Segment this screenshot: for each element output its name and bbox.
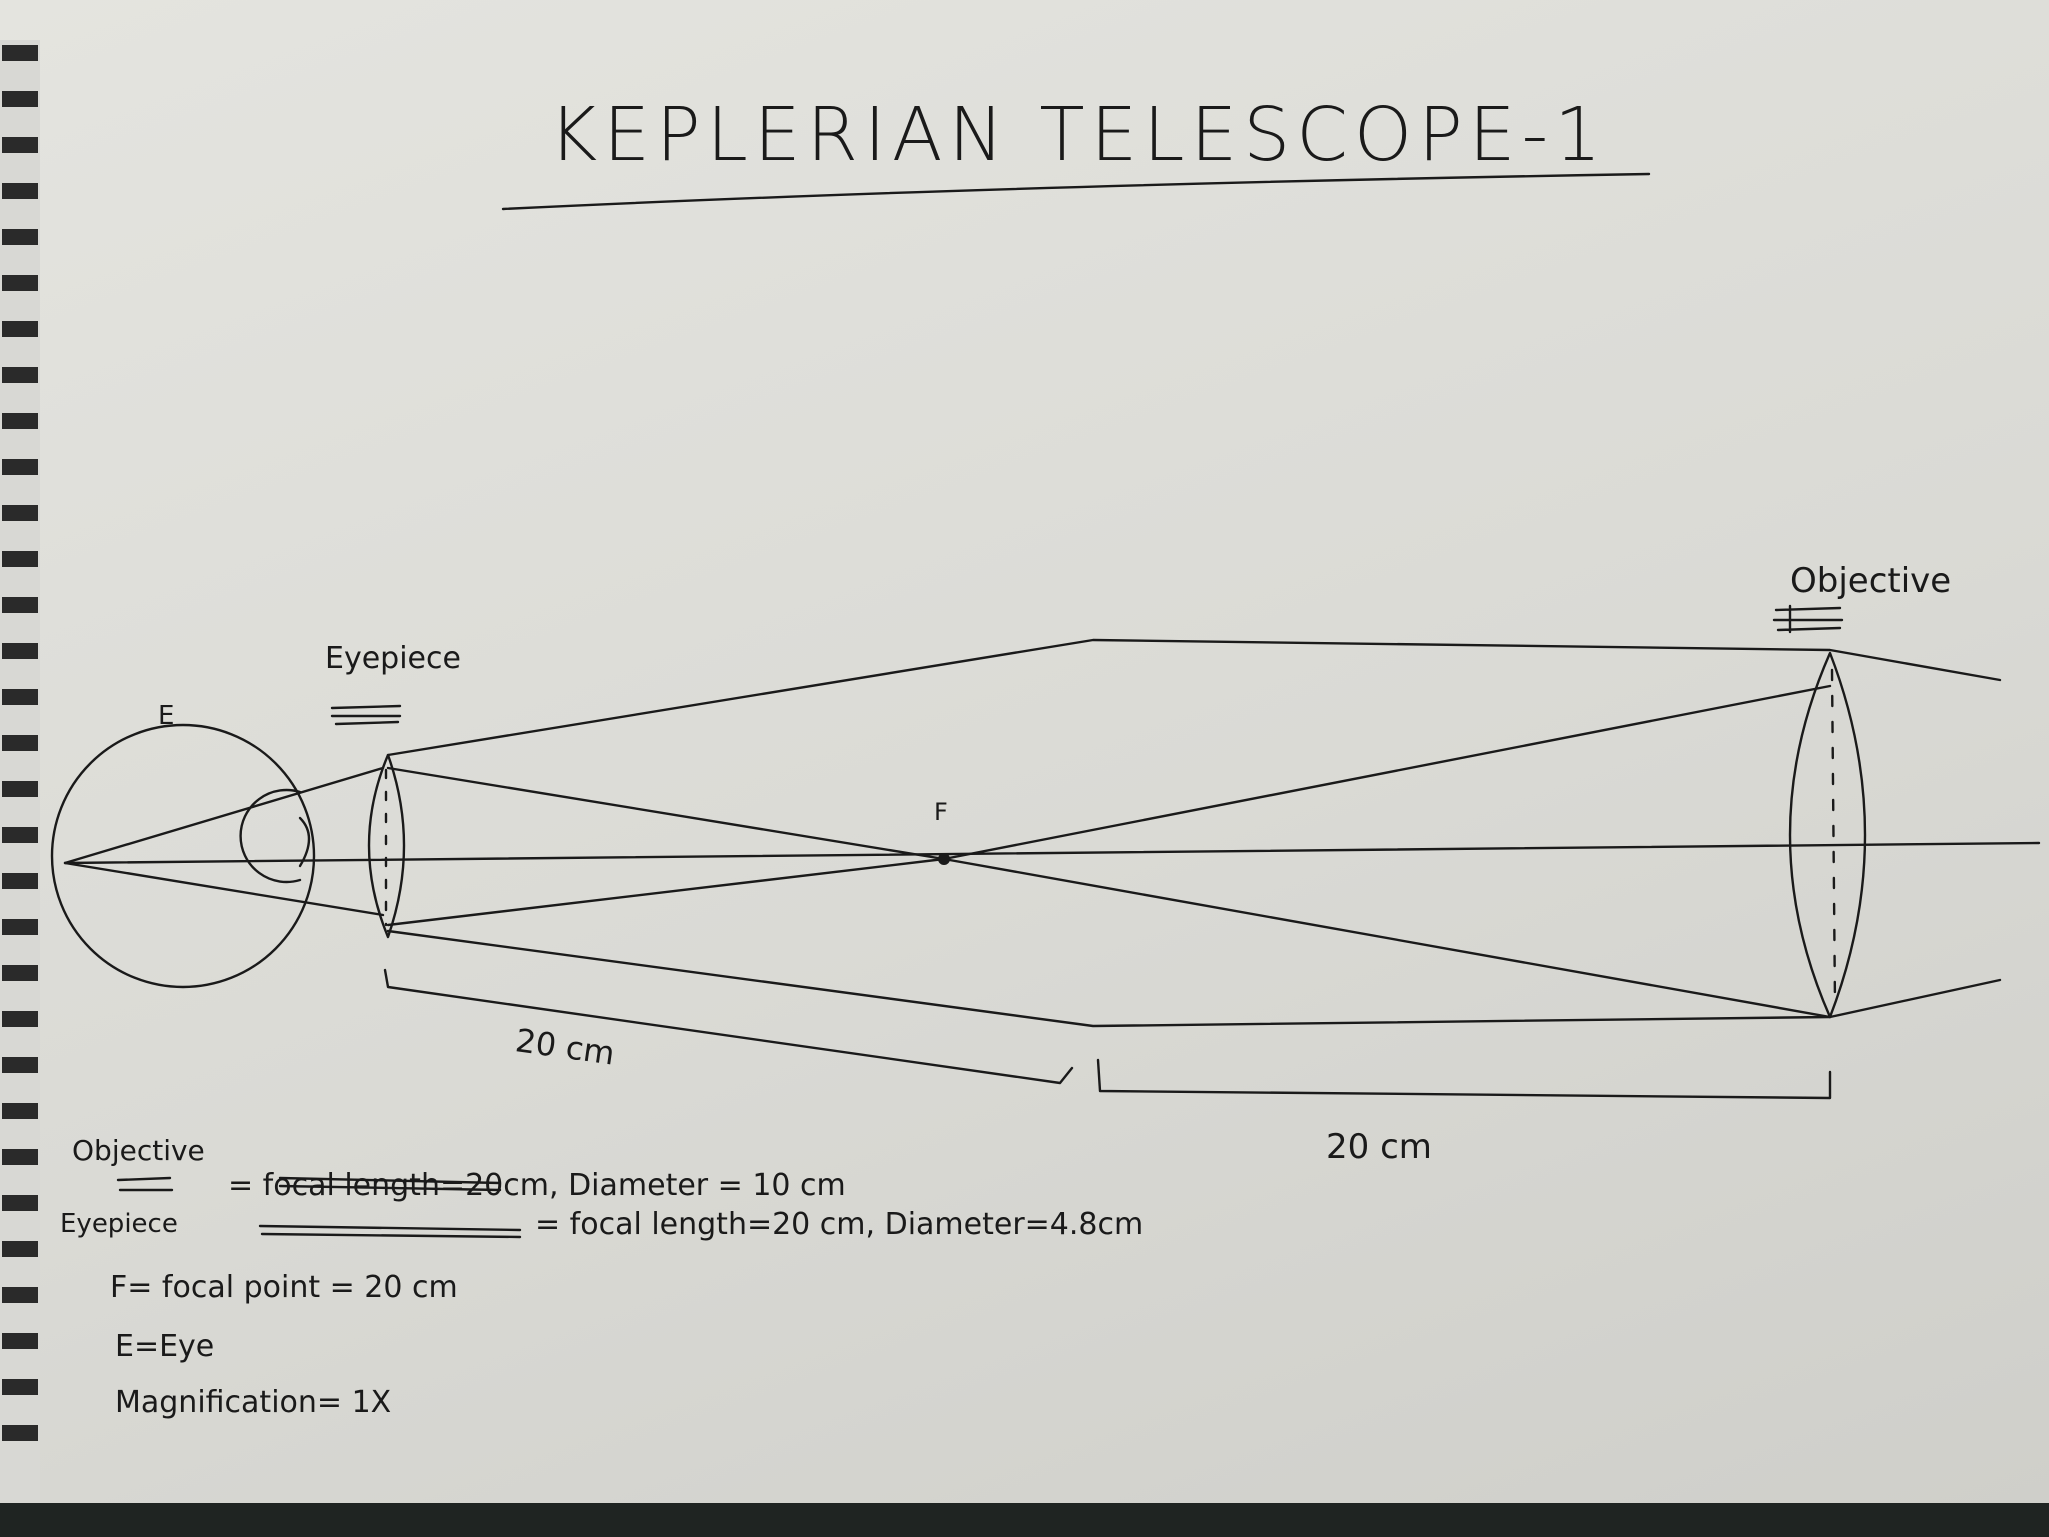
legend: Objective = focal length=20cm, Diameter … [60,1134,1143,1420]
diagram-title: KEPLERIAN TELESCOPE-1 [549,92,1608,178]
binding-ring [2,91,38,107]
binding-ring [2,413,38,429]
binding-ring [2,1195,38,1211]
ray-cross-down [386,766,1832,1019]
legend-objective-strikeout [116,1176,502,1192]
spiral-binding [0,40,40,1500]
eye-rays [63,766,385,917]
binding-ring [2,137,38,153]
legend-magnification: Magnification= 1X [115,1385,391,1420]
objective-label: Objective [1790,561,1951,601]
legend-objective-line: = focal length=20cm, Diameter = 10 cm [228,1168,846,1203]
binding-ring [2,1011,38,1027]
legend-eyepiece-heading: Eyepiece [60,1209,178,1239]
eyepiece-scribble [330,704,402,726]
binding-ring [2,183,38,199]
legend-focal-point: F= focal point = 20 cm [110,1270,458,1305]
binding-ring [2,781,38,797]
binding-ring [2,873,38,889]
eye-label: E [158,701,174,731]
binding-ring [2,321,38,337]
binding-ring [2,275,38,291]
binding-ring [2,505,38,521]
binding-ring [2,827,38,843]
distance-brace-right [1096,1058,1832,1100]
binding-ring [2,1149,38,1165]
optical-axis [63,841,2041,865]
legend-eye: E=Eye [115,1329,214,1364]
eyepiece-lens [367,753,406,939]
binding-ring [2,229,38,245]
legend-objective-heading: Objective [72,1134,205,1167]
binding-ring [2,1425,38,1441]
binding-ring [2,735,38,751]
distance-label-left: 20 cm [513,1021,617,1072]
distance-label-right: 20 cm [1326,1127,1432,1167]
binding-ring [2,1333,38,1349]
objective-lens [1788,651,1867,1019]
binding-ring [2,965,38,981]
binding-ring [2,597,38,613]
title-underline [501,172,1651,211]
distance-brace-left [383,968,1074,1085]
legend-eyepiece-strikeout [258,1224,522,1239]
objective-scribble [1772,604,1844,634]
objective-center-dash [1830,668,1837,1007]
binding-ring [2,643,38,659]
binding-ring [2,1287,38,1303]
binding-ring [2,1103,38,1119]
binding-ring [2,1379,38,1395]
eye-pupil [298,816,311,868]
eye-shape [50,723,316,989]
binding-ring [2,459,38,475]
binding-ring [2,689,38,705]
focal-point-label: F [934,798,948,826]
binding-ring [2,1057,38,1073]
binding-ring [2,367,38,383]
binding-ring [2,551,38,567]
binding-ring [2,45,38,61]
eye-cornea [239,788,302,884]
legend-eyepiece-line: = focal length=20 cm, Diameter=4.8cm [535,1207,1143,1242]
binding-ring [2,919,38,935]
ray-bottom-outer [386,929,2002,1028]
sketch-paper [0,0,2049,1503]
binding-ring [2,1241,38,1257]
ray-top-outer [386,638,2002,757]
focal-point-dot [938,853,950,865]
eyepiece-label: Eyepiece [325,641,461,676]
